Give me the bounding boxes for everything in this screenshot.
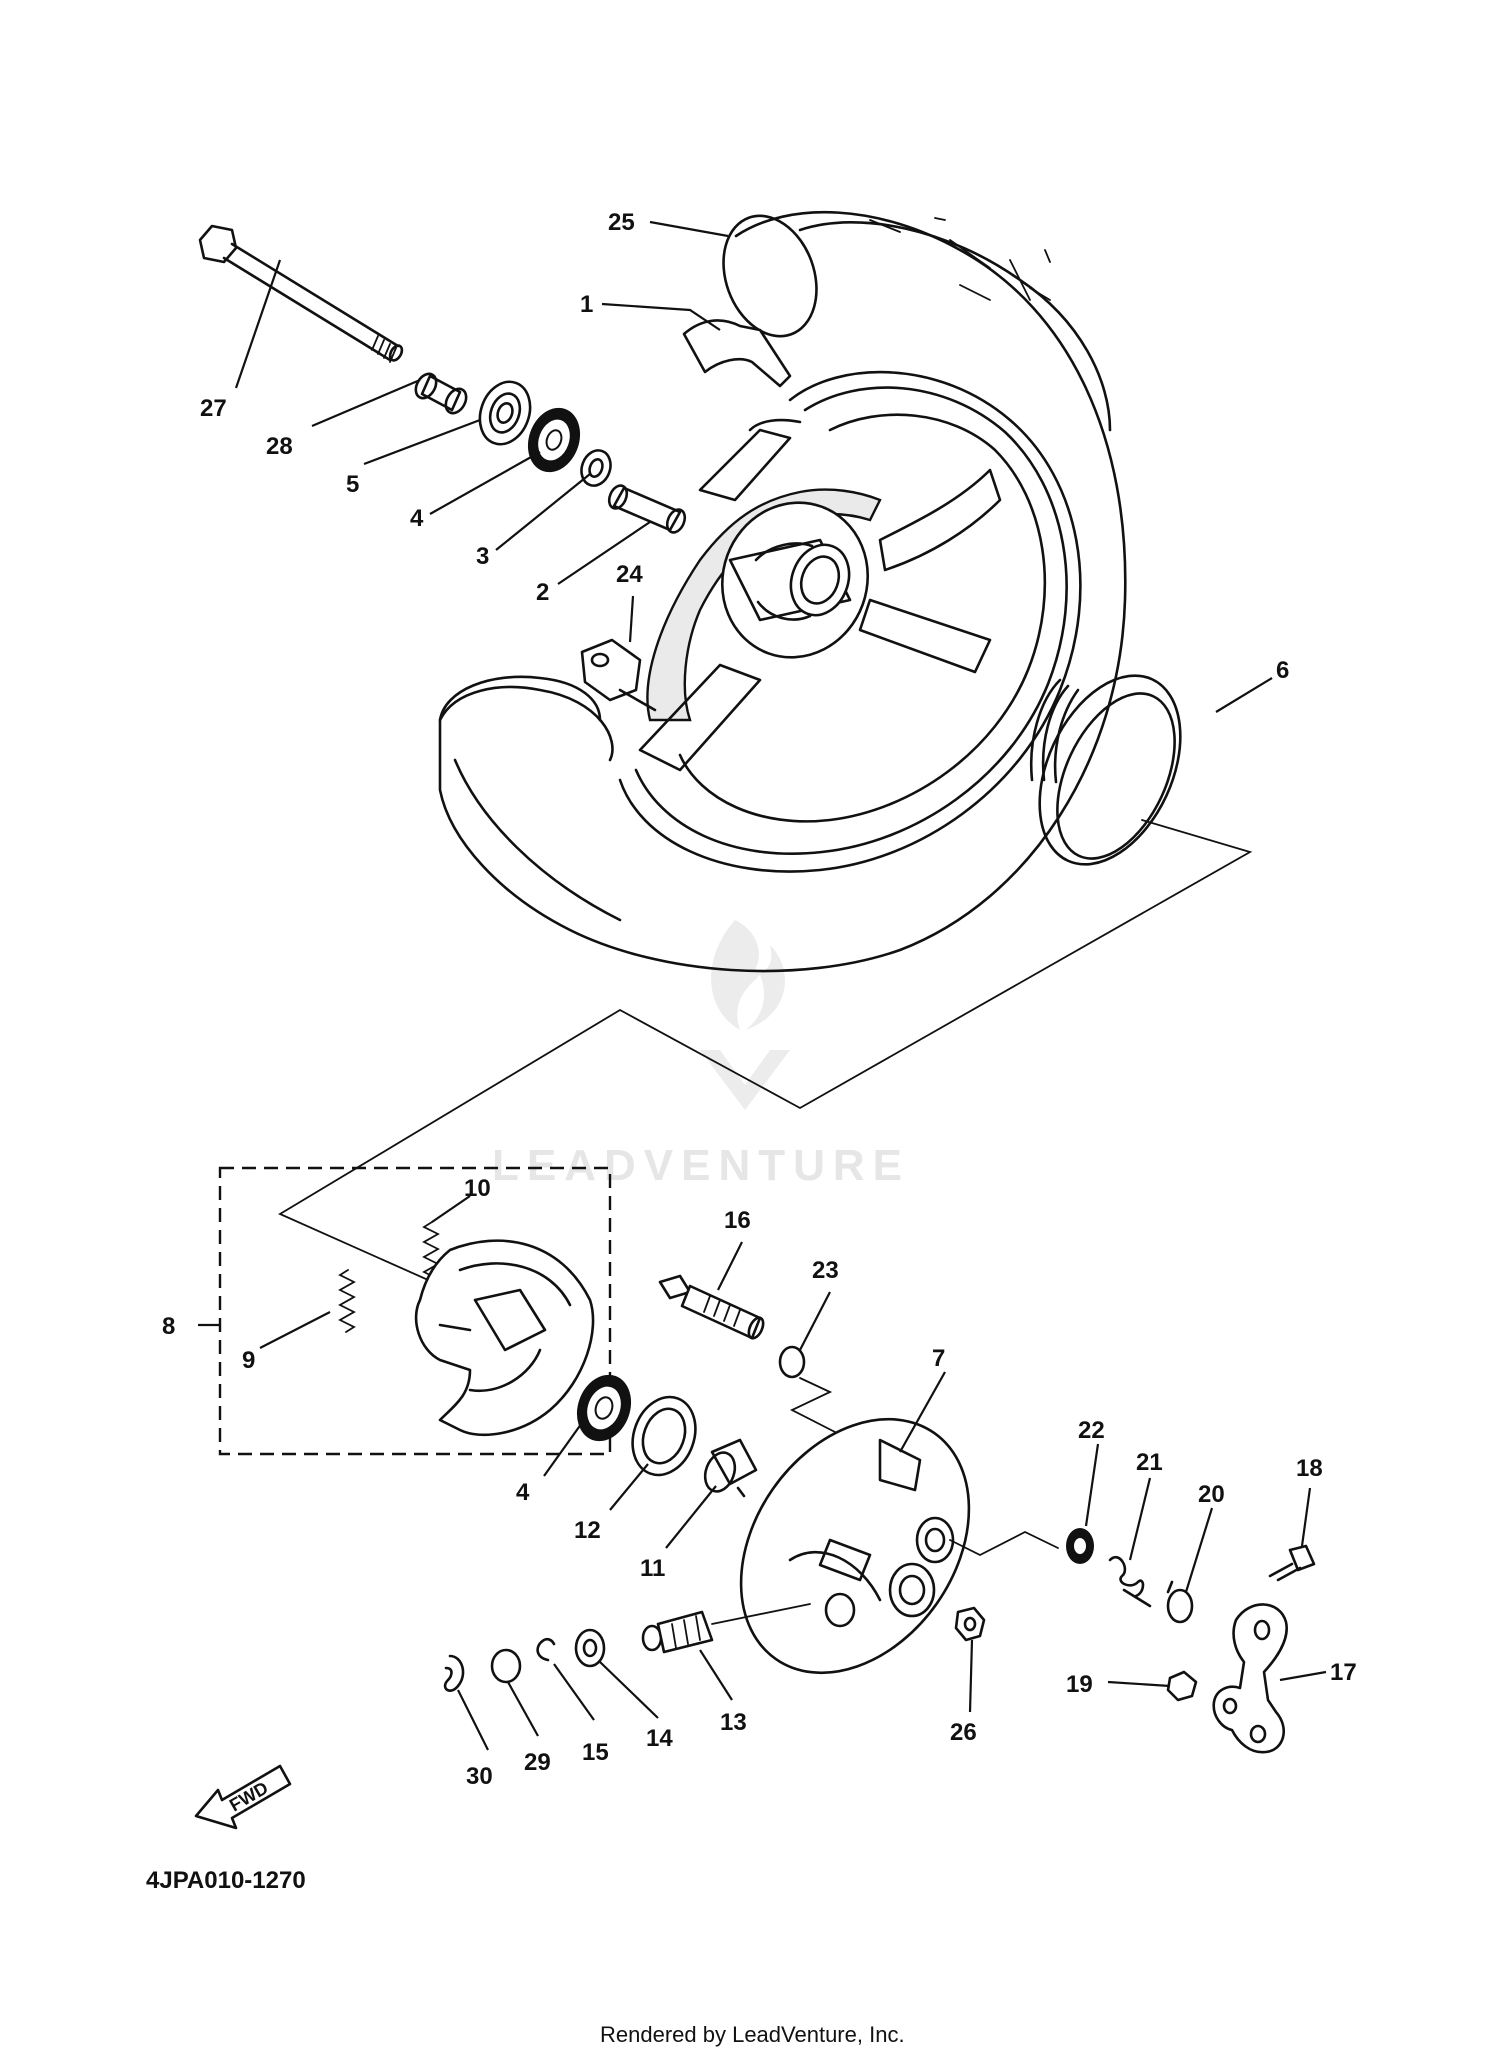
- callout-15: 15: [582, 1739, 609, 1766]
- callout-12: 12: [574, 1517, 601, 1544]
- circlip-15: [536, 1637, 556, 1662]
- callout-2: 2: [536, 579, 549, 606]
- bearing-4-upper: [527, 407, 581, 473]
- callout-17: 17: [1330, 1659, 1357, 1686]
- spring-13: [641, 1603, 811, 1654]
- callout-14: 14: [646, 1725, 673, 1752]
- callout-3: 3: [476, 543, 489, 570]
- callout-5: 5: [346, 471, 359, 498]
- brake-shoe: [414, 1239, 595, 1437]
- callout-26: 26: [950, 1719, 977, 1746]
- callout-4-lower: 4: [516, 1479, 530, 1506]
- callout-16: 16: [724, 1207, 751, 1234]
- washer-14: [574, 1628, 606, 1668]
- nut-19: [1166, 1670, 1198, 1702]
- seal-6: [1029, 674, 1182, 866]
- bearing-4-lower: [576, 1374, 632, 1442]
- callout-13: 13: [720, 1709, 747, 1736]
- callout-8: 8: [162, 1313, 175, 1340]
- callout-30: 30: [466, 1763, 493, 1790]
- washer-22: [1066, 1528, 1094, 1564]
- callout-19: 19: [1066, 1671, 1093, 1698]
- brake-shoe-kit-box-8: [198, 1166, 612, 1456]
- bearing-5: [478, 380, 532, 446]
- brake-shoe-plate-7: [739, 1417, 1059, 1675]
- callout-18: 18: [1296, 1455, 1323, 1482]
- clip-30: [443, 1654, 465, 1692]
- brake-camshaft-16: [658, 1274, 765, 1340]
- spacer-tube-2: [607, 484, 687, 534]
- callout-23: 23: [812, 1257, 839, 1284]
- wheel-and-tire-1-25: [438, 210, 1127, 973]
- spacer-flange-3: [580, 449, 612, 487]
- diagram-code: 4JPA010-1270: [146, 1867, 306, 1894]
- callout-29: 29: [524, 1749, 551, 1776]
- callout-25: 25: [608, 209, 635, 236]
- oil-seal-12: [631, 1395, 697, 1477]
- callout-20: 20: [1198, 1481, 1225, 1508]
- callout-7: 7: [932, 1345, 945, 1372]
- forward-direction-arrow: FWD: [194, 1764, 292, 1830]
- meter-gear-11: [703, 1438, 758, 1498]
- render-credit: Rendered by LeadVenture, Inc.: [600, 2022, 905, 2047]
- o-ring-23: [778, 1345, 836, 1433]
- bolt-18: [1268, 1544, 1316, 1582]
- callout-1: 1: [580, 291, 593, 318]
- indicator-plate-20: [1166, 1580, 1194, 1624]
- axle-bolt-27: [198, 224, 404, 363]
- o-ring-29: [490, 1648, 522, 1684]
- callout-6: 6: [1276, 657, 1289, 684]
- watermark-text: LEADVENTURE: [492, 1141, 910, 1190]
- callout-leaders: [234, 220, 1327, 1751]
- torsion-spring-21: [1108, 1556, 1152, 1608]
- callout-22: 22: [1078, 1417, 1105, 1444]
- leadventure-watermark: LEADVENTURE: [492, 920, 910, 1190]
- callout-4-upper: 4: [410, 505, 424, 532]
- spring-9: [338, 1269, 356, 1333]
- assembly-reference-lines: [278, 819, 1253, 1313]
- callout-27: 27: [200, 395, 227, 422]
- callout-24: 24: [616, 561, 643, 588]
- callout-11: 11: [640, 1555, 665, 1582]
- callout-10: 10: [464, 1175, 491, 1202]
- callout-9: 9: [242, 1347, 255, 1374]
- callout-21: 21: [1136, 1449, 1163, 1476]
- callout-28: 28: [266, 433, 293, 460]
- nut-26: [954, 1606, 986, 1642]
- collar-28: [414, 372, 468, 415]
- brake-cam-lever-17: [1212, 1603, 1288, 1754]
- callout-numbers: 25 1 27 28 5 4 3 2 24 6 10 8 9 16 23 7 4…: [162, 209, 1357, 1790]
